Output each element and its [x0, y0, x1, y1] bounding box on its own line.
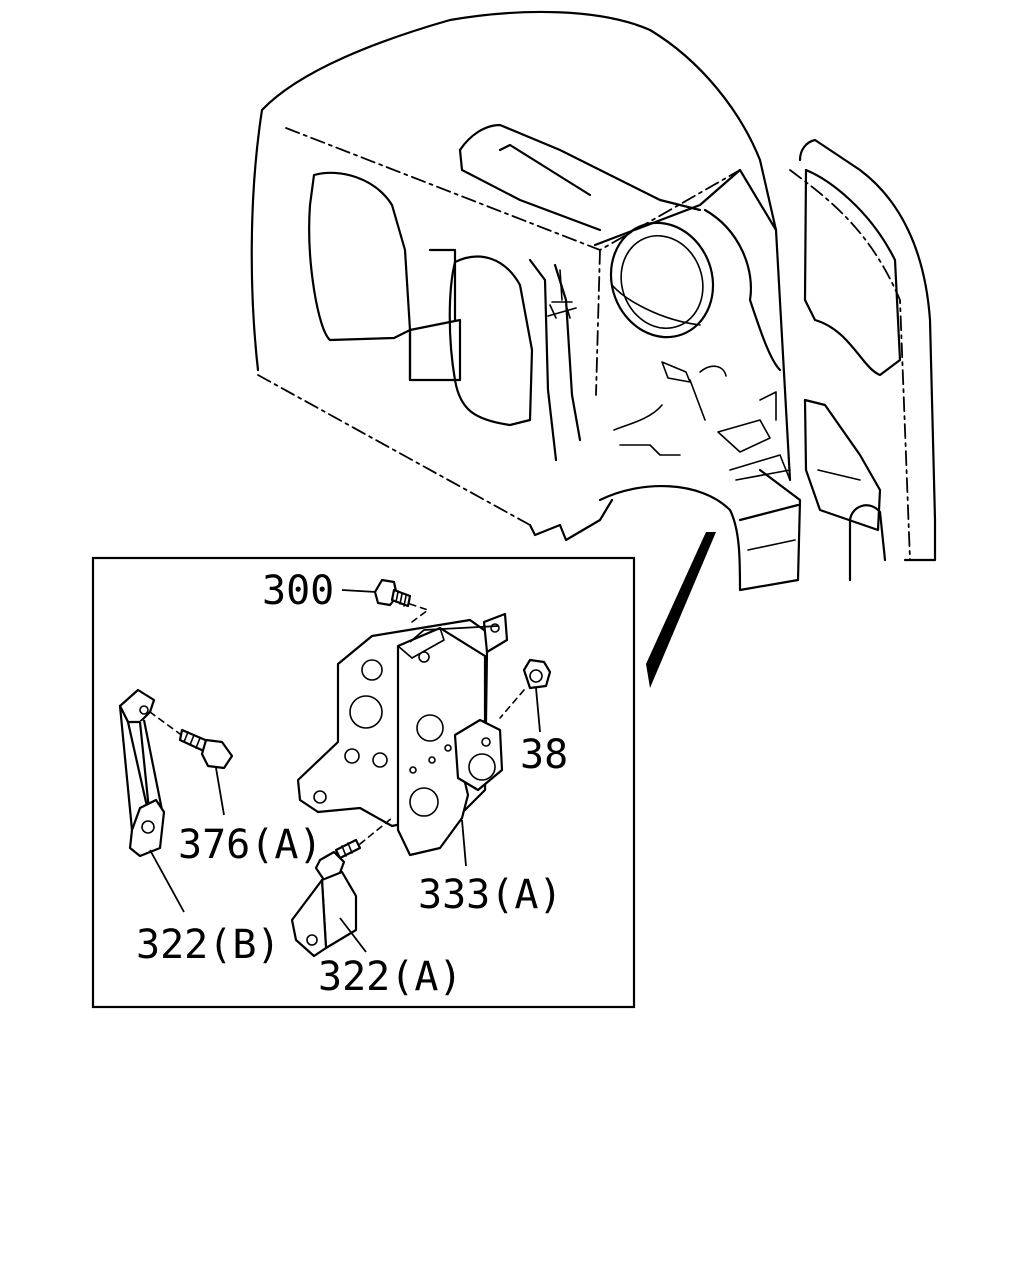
callout-322b: 322(B): [136, 922, 281, 968]
cab-overview-illustration: [250, 10, 937, 592]
bracket-322a: [290, 870, 358, 958]
leader-376a: [215, 767, 225, 816]
nut-38: [522, 658, 552, 690]
callout-322a: 322(A): [318, 954, 463, 1000]
detail-pointer: [646, 532, 716, 688]
leader-300-dash: [409, 603, 429, 623]
bracket-333a: [296, 612, 509, 857]
leader-333a: [461, 819, 467, 867]
callout-300: 300: [262, 568, 334, 614]
leader-322a-dash: [359, 817, 393, 845]
callout-38: 38: [520, 732, 568, 778]
detail-inset-frame: [91, 556, 636, 1009]
callout-376a: 376(A): [178, 822, 323, 868]
bolt-300: [373, 578, 412, 608]
leader-376a-dash: [149, 711, 181, 735]
leader-300: [341, 589, 377, 593]
leader-322a: [339, 917, 367, 953]
bracket-322b: [118, 688, 166, 858]
leader-322b: [149, 849, 185, 913]
callout-333a: 333(A): [418, 872, 563, 918]
bolt-376a: [178, 728, 234, 770]
leader-38-dash: [499, 689, 525, 719]
leader-38: [535, 687, 541, 733]
